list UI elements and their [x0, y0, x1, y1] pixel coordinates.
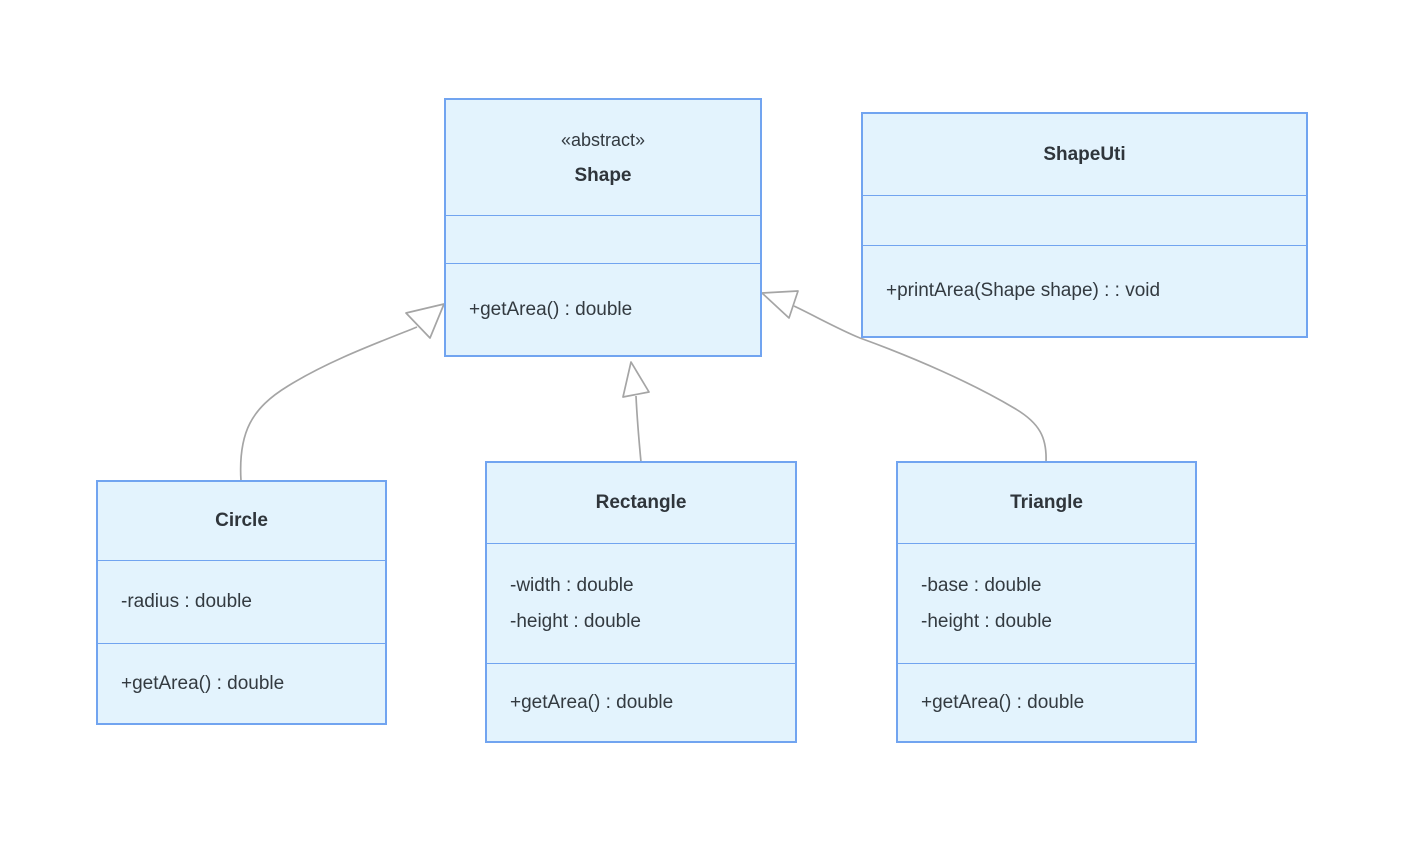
edge-rectangle-to-shape	[635, 395, 642, 463]
class-node-shapeuti: ShapeUti +printArea(Shape shape) : : voi…	[861, 112, 1308, 338]
class-attributes-circle: -radius : double	[98, 560, 385, 643]
attribute-row: -base : double	[921, 574, 1042, 596]
class-node-circle: Circle -radius : double +getArea() : dou…	[96, 480, 387, 725]
class-title-shape: «abstract» Shape	[446, 100, 760, 215]
edge-triangle-to-shape	[793, 305, 1047, 463]
method-row: +getArea() : double	[921, 691, 1085, 713]
class-node-triangle: Triangle -base : double -height : double…	[896, 461, 1197, 743]
inheritance-arrow-icon	[405, 303, 445, 339]
class-name: Triangle	[1010, 492, 1083, 513]
class-node-rectangle: Rectangle -width : double -height : doub…	[485, 461, 797, 743]
class-methods-rectangle: +getArea() : double	[487, 663, 795, 741]
class-attributes-shape	[446, 215, 760, 263]
method-row: +getArea() : double	[510, 691, 674, 713]
class-methods-shape: +getArea() : double	[446, 263, 760, 355]
class-title-rectangle: Rectangle	[487, 463, 795, 543]
edge-circle-to-shape	[239, 326, 418, 482]
class-attributes-triangle: -base : double -height : double	[898, 543, 1195, 663]
method-row: +getArea() : double	[469, 298, 633, 320]
inheritance-arrow-icon	[761, 290, 799, 319]
class-title-circle: Circle	[98, 482, 385, 560]
class-methods-circle: +getArea() : double	[98, 643, 385, 723]
class-title-shapeuti: ShapeUti	[863, 114, 1306, 195]
class-attributes-rectangle: -width : double -height : double	[487, 543, 795, 663]
attribute-row: -width : double	[510, 574, 634, 596]
method-row: +printArea(Shape shape) : : void	[886, 280, 1161, 301]
inheritance-arrow-icon	[622, 361, 650, 398]
class-stereotype: «abstract»	[560, 129, 646, 150]
attribute-row: -height : double	[921, 610, 1052, 632]
class-methods-triangle: +getArea() : double	[898, 663, 1195, 741]
class-title-triangle: Triangle	[898, 463, 1195, 543]
method-row: +getArea() : double	[121, 672, 285, 694]
class-name: Circle	[215, 510, 268, 531]
class-node-shape: «abstract» Shape +getArea() : double	[444, 98, 762, 357]
class-name: ShapeUti	[1043, 143, 1126, 165]
attribute-row: -radius : double	[121, 591, 252, 612]
attribute-row: -height : double	[510, 610, 641, 632]
class-attributes-shapeuti	[863, 195, 1306, 245]
class-name: Rectangle	[595, 492, 687, 513]
class-methods-shapeuti: +printArea(Shape shape) : : void	[863, 245, 1306, 336]
class-name: Shape	[574, 164, 632, 186]
